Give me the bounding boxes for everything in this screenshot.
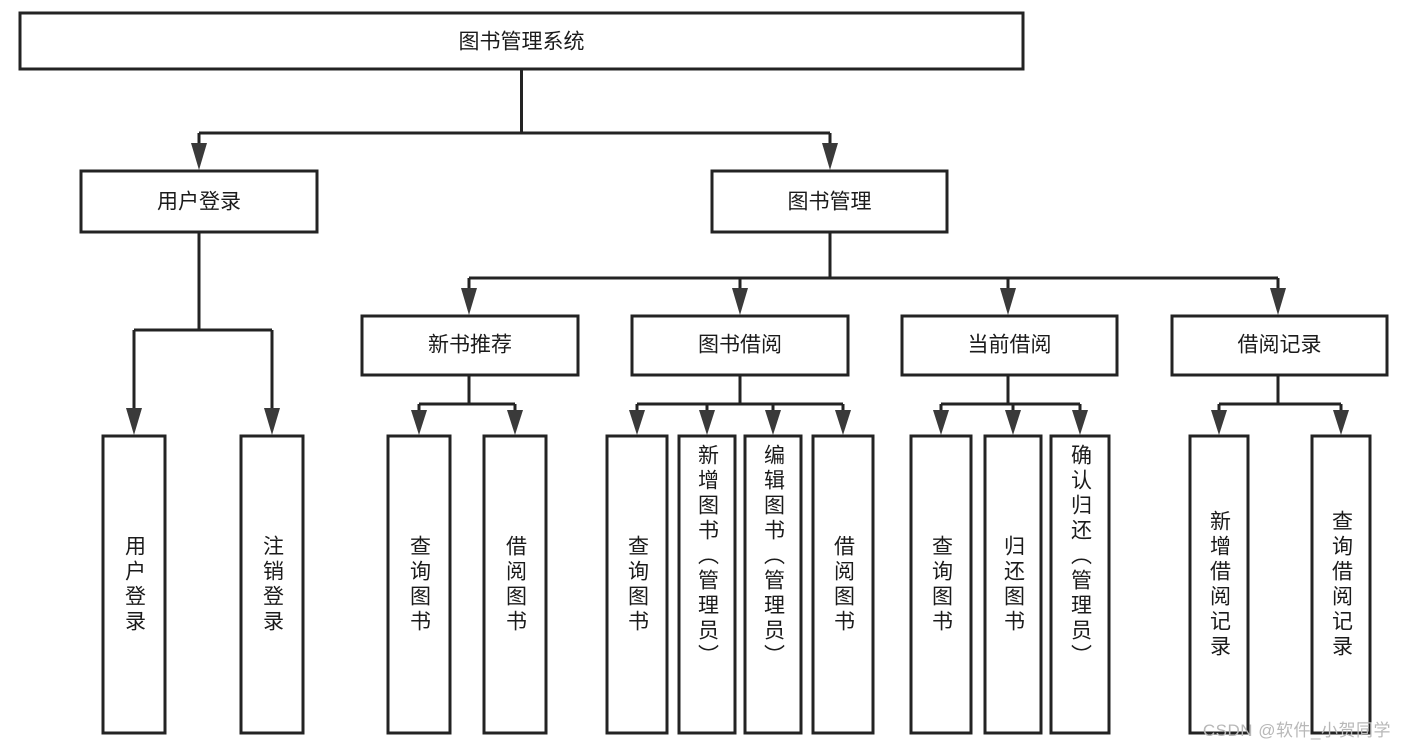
node-leaf-query-record[interactable] bbox=[1310, 434, 1372, 735]
node-new-book-rec[interactable] bbox=[360, 314, 580, 377]
node-book-borrow[interactable] bbox=[630, 314, 850, 377]
node-leaf-query-book-1[interactable] bbox=[386, 434, 452, 735]
arrow-leaf-edit-book bbox=[765, 410, 781, 435]
node-user-login-label: 用户登录 bbox=[157, 191, 241, 214]
arrow-leaf-confirm-return bbox=[1072, 410, 1088, 435]
node-leaf-query-book-3[interactable] bbox=[909, 434, 973, 735]
node-leaf-borrow-book-1[interactable] bbox=[482, 434, 548, 735]
arrow-leaf-user-login bbox=[126, 408, 142, 435]
arrow-leaf-query-book-1 bbox=[411, 410, 427, 435]
node-layer: 图书管理系统 用户登录 图书管理 新书推荐 图书借阅 当前借阅 借阅记录 bbox=[18, 11, 1389, 735]
arrow-leaf-logout bbox=[264, 408, 280, 435]
arrow-leaf-query-record bbox=[1333, 410, 1349, 435]
node-leaf-add-book[interactable] bbox=[677, 434, 737, 735]
arrow-leaf-query-book-3 bbox=[933, 410, 949, 435]
node-root[interactable] bbox=[18, 11, 1025, 71]
arrow-leaf-query-book-2 bbox=[629, 410, 645, 435]
node-leaf-query-book-2[interactable] bbox=[605, 434, 669, 735]
arrow-leaf-borrow-book-2 bbox=[835, 410, 851, 435]
node-borrow-record[interactable] bbox=[1170, 314, 1389, 377]
arrow-leaf-borrow-book-1 bbox=[507, 410, 523, 435]
node-new-book-rec-label: 新书推荐 bbox=[428, 334, 512, 357]
node-user-login[interactable] bbox=[79, 169, 319, 234]
node-current-borrow[interactable] bbox=[900, 314, 1119, 377]
node-leaf-edit-book[interactable] bbox=[743, 434, 803, 735]
arrow-to-borrow-record bbox=[1270, 288, 1286, 315]
node-borrow-record-label: 借阅记录 bbox=[1238, 334, 1322, 357]
node-book-manage-label: 图书管理 bbox=[788, 191, 872, 214]
arrow-leaf-add-record bbox=[1211, 410, 1227, 435]
node-book-manage[interactable] bbox=[710, 169, 949, 234]
arrow-to-book-borrow bbox=[732, 288, 748, 315]
node-root-label: 图书管理系统 bbox=[459, 31, 585, 54]
node-leaf-borrow-book-2[interactable] bbox=[811, 434, 875, 735]
arrow-leaf-add-book bbox=[699, 410, 715, 435]
node-book-borrow-label: 图书借阅 bbox=[698, 334, 782, 357]
node-leaf-add-record[interactable] bbox=[1188, 434, 1250, 735]
arrow-leaf-return-book bbox=[1005, 410, 1021, 435]
arrow-to-book-manage bbox=[822, 143, 838, 170]
node-leaf-return-book[interactable] bbox=[983, 434, 1043, 735]
node-leaf-logout[interactable] bbox=[239, 434, 305, 735]
arrow-to-user-login bbox=[191, 143, 207, 170]
node-leaf-confirm-return[interactable] bbox=[1049, 434, 1111, 735]
node-leaf-user-login[interactable] bbox=[101, 434, 167, 735]
node-current-borrow-label: 当前借阅 bbox=[968, 334, 1052, 357]
arrow-to-new-book-rec bbox=[461, 288, 477, 315]
connector-layer bbox=[126, 69, 1349, 435]
arrow-to-current-borrow bbox=[1000, 288, 1016, 315]
